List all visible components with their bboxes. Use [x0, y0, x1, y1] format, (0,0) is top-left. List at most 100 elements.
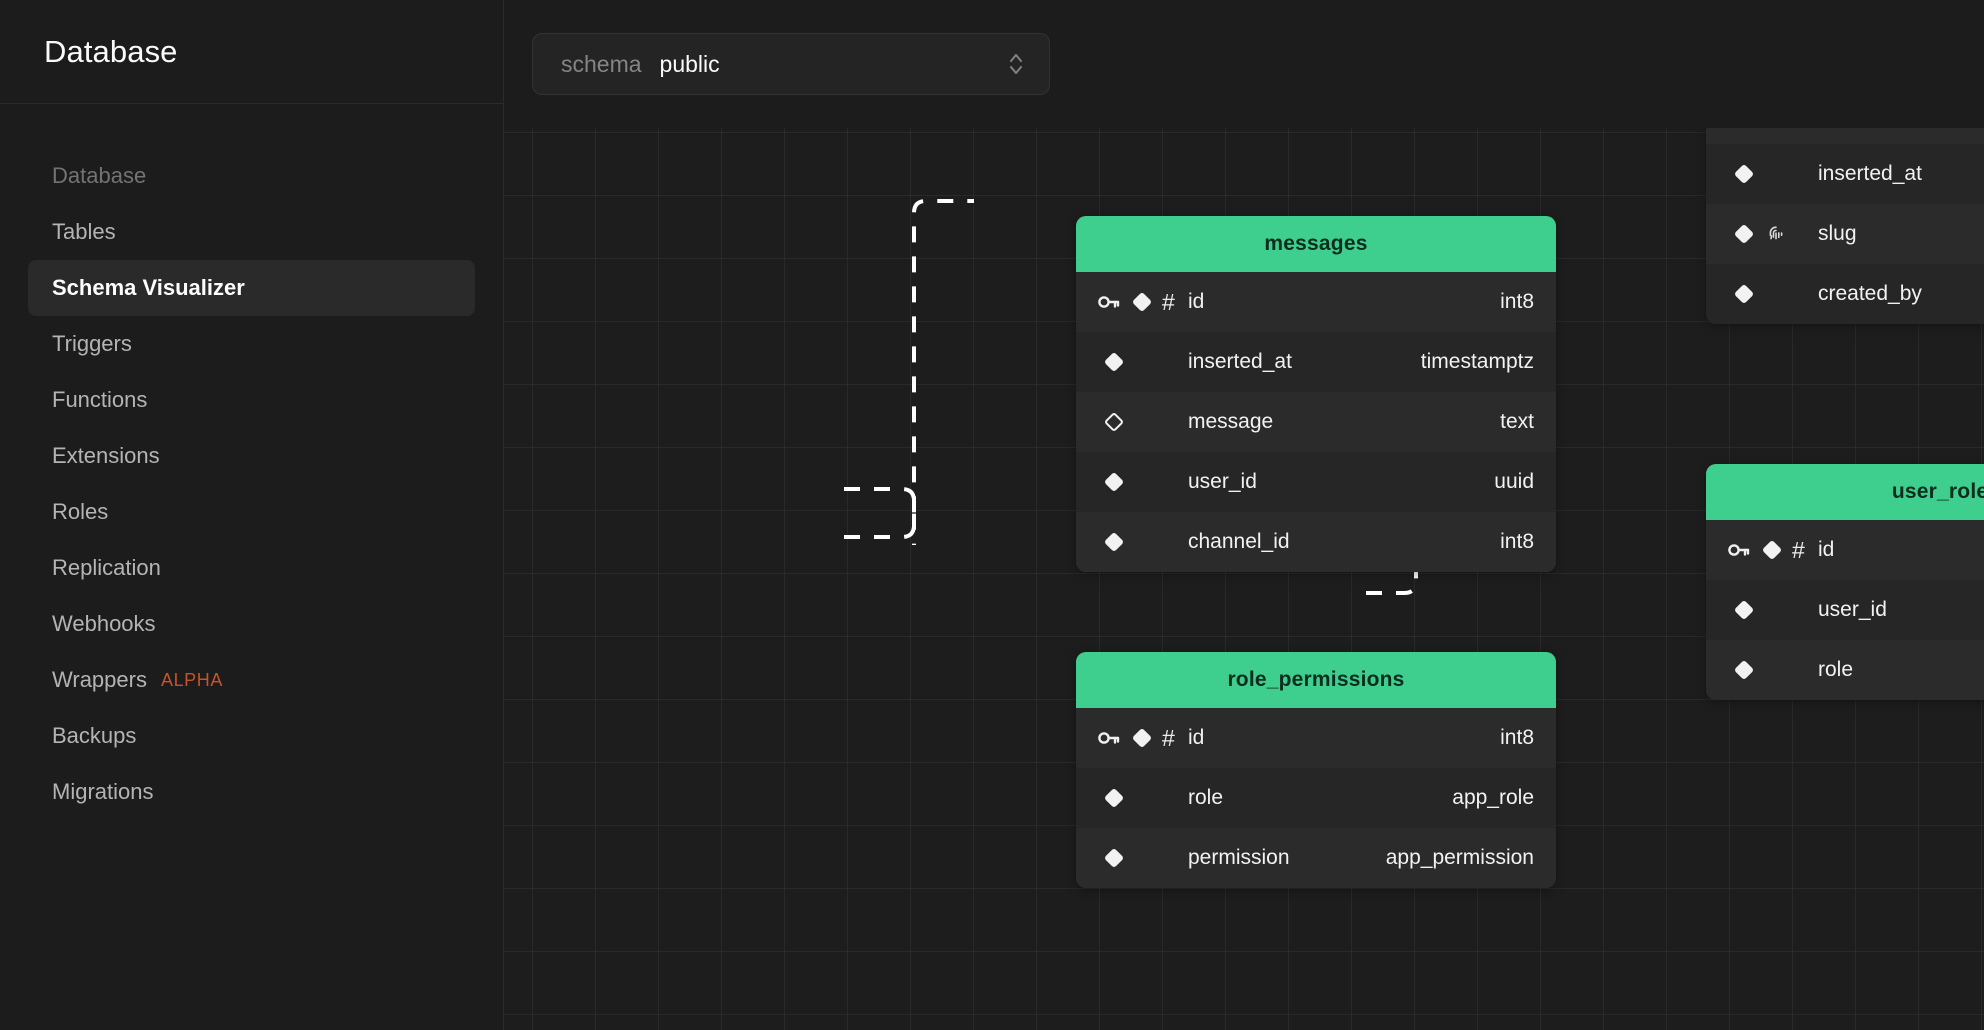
column-icons: [1726, 204, 1818, 264]
sidebar-item-label: Backups: [52, 723, 137, 748]
column-icons: #: [1096, 272, 1188, 332]
sidebar-item-label: Migrations: [52, 779, 154, 804]
table-column-row[interactable]: # id int8: [1076, 708, 1556, 768]
sidebar-item-label: Functions: [52, 387, 148, 412]
sidebar-item-schema-visualizer[interactable]: Schema Visualizer: [28, 260, 475, 316]
column-name: id: [1188, 726, 1205, 749]
column-name: role: [1188, 786, 1224, 809]
number-type-icon: #: [1162, 288, 1175, 315]
schema-selector-label: schema: [561, 50, 642, 77]
column-icons: [1726, 264, 1818, 324]
not-null-icon: [1102, 530, 1126, 554]
diagram-canvas[interactable]: channels#idint8inserted_attimestamptzslu…: [504, 0, 1984, 1030]
number-type-icon: #: [1792, 536, 1805, 563]
column-type: app_permission: [1385, 846, 1534, 869]
column-icons: [1096, 828, 1188, 888]
sidebar-item-wrappers[interactable]: Wrappers ALPHA: [28, 652, 475, 708]
chevron-up-down-icon: [1005, 49, 1027, 79]
column-type: int8: [1500, 726, 1534, 749]
sidebar-item-database[interactable]: Database: [28, 148, 475, 204]
sidebar-item-tables[interactable]: Tables: [28, 204, 475, 260]
sidebar-item-migrations[interactable]: Migrations: [28, 764, 475, 820]
column-icons: #: [1096, 708, 1188, 768]
primary-key-icon: [1726, 537, 1752, 563]
column-name: user_id: [1188, 470, 1257, 493]
sidebar-item-label: Roles: [52, 499, 109, 524]
column-name: slug: [1818, 222, 1857, 245]
not-null-icon: [1732, 598, 1756, 622]
schema-selector-value: public: [659, 50, 720, 77]
column-name: message: [1188, 410, 1274, 433]
not-null-icon: [1732, 658, 1756, 682]
sidebar-header: Database: [0, 0, 503, 104]
column-icons: #: [1726, 520, 1818, 580]
table-column-row[interactable]: channel_id int8: [1076, 512, 1556, 572]
table-column-row[interactable]: created_byuuid: [1706, 264, 1984, 324]
table-column-row[interactable]: permission app_permission: [1076, 828, 1556, 888]
sidebar-item-label: Wrappers: [52, 667, 147, 692]
column-name: id: [1188, 290, 1205, 313]
not-null-icon: [1732, 282, 1756, 306]
sidebar-item-backups[interactable]: Backups: [28, 708, 475, 764]
edge-messages-user-id: [844, 487, 916, 545]
column-type: int8: [1500, 530, 1534, 553]
column-type: text: [1500, 410, 1534, 433]
schema-selector[interactable]: schema public: [532, 33, 1050, 95]
nullable-icon: [1102, 410, 1126, 434]
column-icons: [1096, 512, 1188, 572]
sidebar-item-roles[interactable]: Roles: [28, 484, 475, 540]
table-column-row[interactable]: # id int8: [1076, 272, 1556, 332]
column-icons: [1096, 332, 1188, 392]
primary-key-icon: [1096, 725, 1122, 751]
sidebar-item-label: Extensions: [52, 443, 160, 468]
column-name: channel_id: [1188, 530, 1290, 553]
table-column-row[interactable]: slugtext: [1706, 204, 1984, 264]
column-type: int8: [1500, 290, 1534, 313]
sidebar-item-label: Webhooks: [52, 611, 156, 636]
table-node-title: user_roles: [1706, 464, 1984, 520]
sidebar-item-extensions[interactable]: Extensions: [28, 428, 475, 484]
column-name: role: [1818, 658, 1854, 681]
sidebar-item-label: Triggers: [52, 331, 132, 356]
edge-messages-channel-id: [844, 199, 974, 539]
sidebar-item-triggers[interactable]: Triggers: [28, 316, 475, 372]
not-null-icon: [1102, 470, 1126, 494]
column-name: id: [1818, 538, 1835, 561]
table-node-title: messages: [1076, 216, 1556, 272]
alpha-badge: ALPHA: [160, 669, 223, 690]
sidebar-item-webhooks[interactable]: Webhooks: [28, 596, 475, 652]
column-name: user_id: [1818, 598, 1887, 621]
not-null-icon: [1732, 222, 1756, 246]
column-name: inserted_at: [1188, 350, 1292, 373]
column-name: permission: [1188, 846, 1290, 869]
not-null-icon: [1130, 290, 1154, 314]
not-null-icon: [1130, 726, 1154, 750]
not-null-icon: [1760, 538, 1784, 562]
sidebar-item-replication[interactable]: Replication: [28, 540, 475, 596]
table-column-row[interactable]: message text: [1076, 392, 1556, 452]
table-column-row[interactable]: user_id uuid: [1076, 452, 1556, 512]
not-null-icon: [1102, 786, 1126, 810]
not-null-icon: [1732, 162, 1756, 186]
sidebar-item-functions[interactable]: Functions: [28, 372, 475, 428]
column-name: created_by: [1818, 282, 1922, 305]
column-icons: [1096, 392, 1188, 452]
column-icons: [1726, 144, 1818, 204]
number-type-icon: #: [1162, 724, 1175, 751]
sidebar-item-label: Tables: [52, 219, 116, 244]
column-type: uuid: [1494, 470, 1534, 493]
not-null-icon: [1102, 846, 1126, 870]
table-node-title: role_permissions: [1076, 652, 1556, 708]
